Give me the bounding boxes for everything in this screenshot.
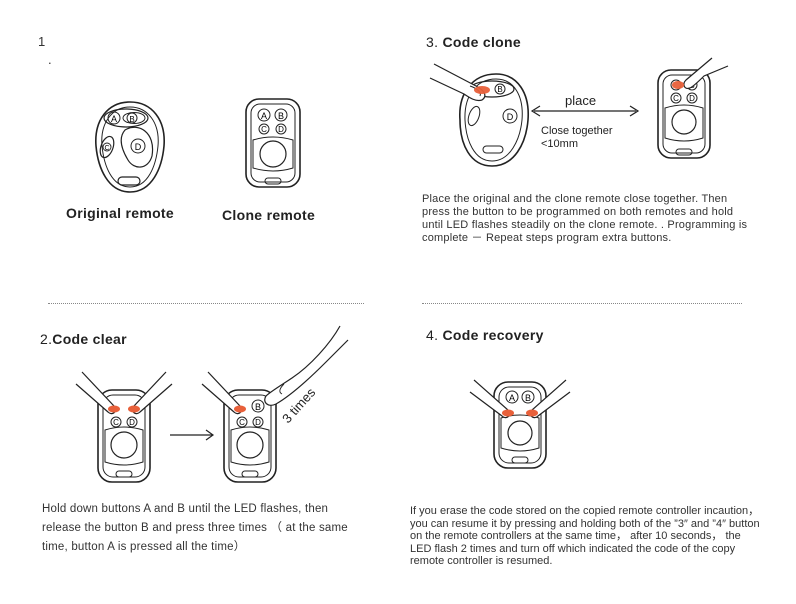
section-3-number: 3.	[426, 34, 439, 50]
clone-remote-caption: Clone remote	[222, 207, 316, 223]
svg-text:C: C	[113, 418, 119, 427]
clone-target-remote-illustration: B C D	[657, 57, 729, 159]
original-remote-caption: Original remote	[66, 205, 174, 221]
divider-right	[422, 303, 742, 304]
section-3-title-text: Code clone	[442, 34, 521, 50]
svg-text:B: B	[278, 111, 284, 121]
section-3-text: Place the original and the clone remote …	[422, 193, 748, 244]
svg-text:D: D	[255, 418, 261, 427]
svg-text:A: A	[261, 111, 267, 121]
svg-text:C: C	[673, 94, 679, 103]
svg-text:C: C	[104, 145, 109, 152]
section-2-text: Hold down buttons A and B until the LED …	[42, 503, 348, 553]
svg-text:D: D	[278, 125, 284, 134]
svg-text:D: D	[135, 142, 142, 152]
distance-text: <10mm	[541, 138, 578, 150]
svg-text:B: B	[497, 85, 502, 94]
clear-step-arrow	[170, 429, 215, 441]
svg-text:A: A	[111, 114, 117, 124]
recovery-remote-illustration: A B	[469, 379, 571, 469]
clone-remote-illustration: A B C D	[245, 98, 301, 188]
section-4-title: 4. Code recovery	[426, 327, 544, 343]
section-4-title-text: Code recovery	[442, 327, 544, 343]
svg-text:B: B	[525, 393, 531, 403]
svg-text:D: D	[507, 112, 514, 122]
section-2-title: 2.Code clear	[40, 331, 127, 347]
section-2-title-text: Code clear	[52, 331, 127, 347]
original-remote-illustration: A B C D	[95, 101, 165, 193]
section-3-title: 3. Code clone	[426, 34, 521, 50]
svg-text:C: C	[239, 418, 245, 427]
svg-text:A: A	[509, 393, 515, 403]
clone-original-remote-illustration: B D	[429, 63, 529, 167]
button-a-icon	[107, 111, 121, 125]
svg-text:C: C	[261, 125, 267, 134]
svg-text:D: D	[689, 94, 695, 103]
section-2-number: 2.	[40, 331, 53, 347]
close-together-text: Close together	[541, 125, 613, 137]
section-4-number: 4.	[426, 327, 439, 343]
clear-remote-step2-illustration: B C D 3 times	[201, 325, 349, 483]
close-together-label: Close together <10mm	[541, 125, 613, 151]
svg-text:B: B	[255, 402, 261, 412]
button-c-icon	[102, 142, 112, 152]
divider-left	[48, 303, 364, 304]
button-b-icon	[126, 112, 138, 124]
place-label: place	[565, 93, 597, 108]
place-arrow	[530, 105, 640, 117]
section-4-text: If you erase the code stored on the copi…	[410, 505, 760, 567]
button-d-icon	[130, 138, 146, 154]
section-1-number: 1	[38, 34, 46, 49]
section-1-dot: .	[48, 52, 52, 67]
clear-remote-step1-illustration: C D	[75, 371, 173, 483]
svg-text:D: D	[129, 418, 135, 427]
svg-text:B: B	[129, 115, 134, 124]
